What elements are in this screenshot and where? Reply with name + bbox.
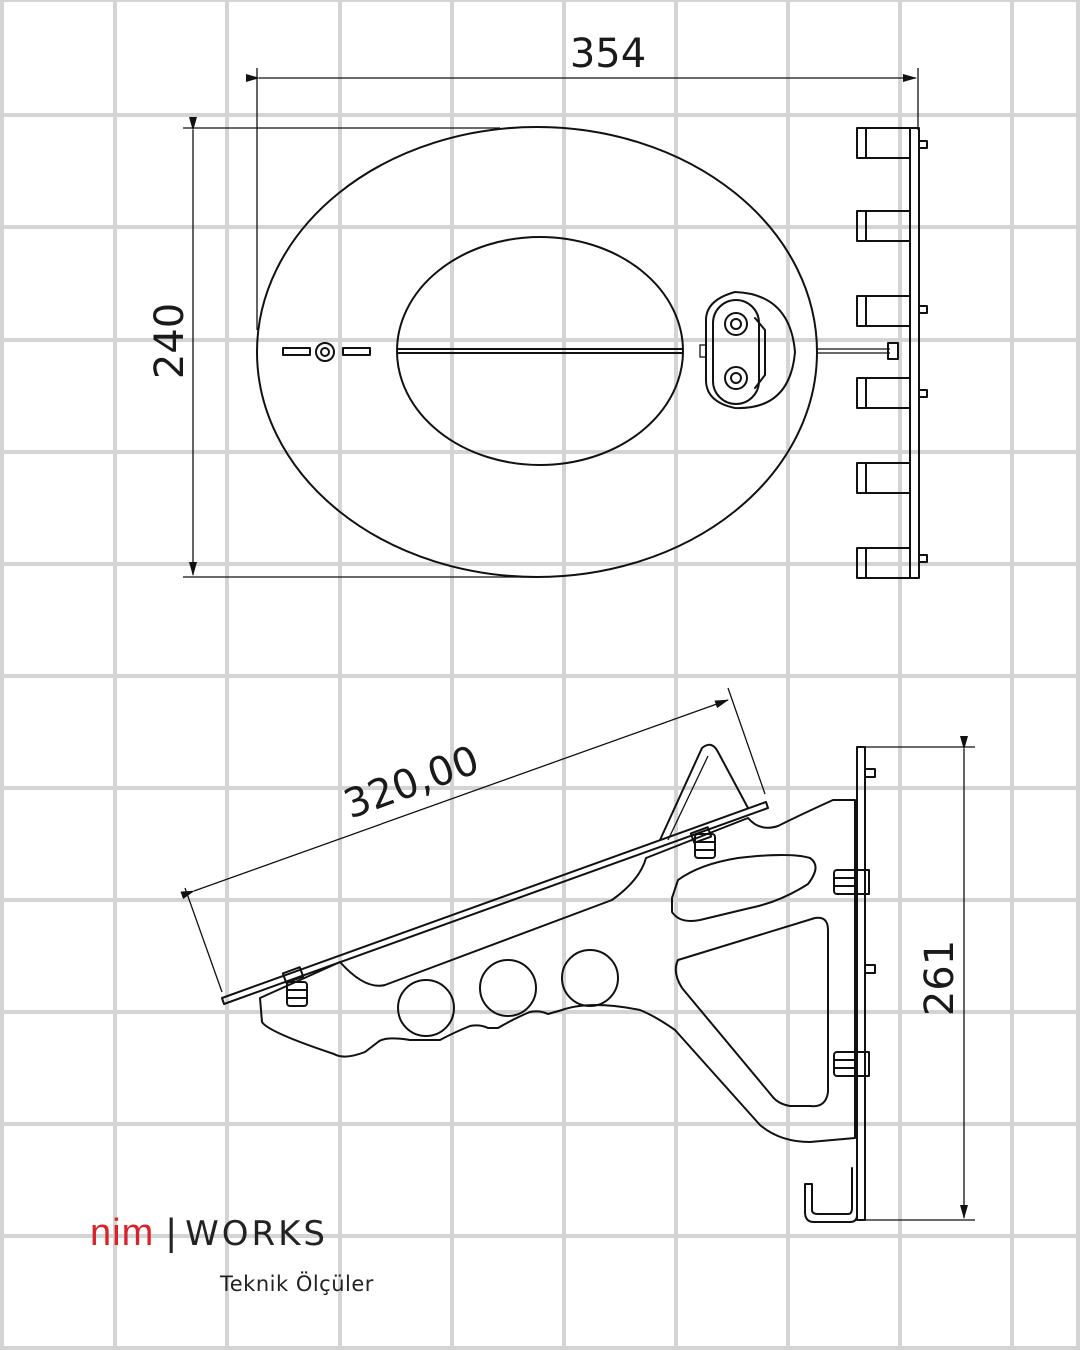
brand-tagline: Teknik Ölçüler (220, 1272, 374, 1296)
bracket-body (259, 799, 856, 1143)
brand-separator: | (166, 1212, 178, 1254)
wall-rail-top (856, 127, 928, 579)
hole-2 (479, 959, 537, 1017)
dimension-top-height: 240 (147, 303, 193, 379)
side-view: 320,00 261 (180, 687, 975, 1223)
knob-assembly (699, 291, 796, 410)
dimension-side-height: 261 (917, 940, 963, 1016)
tilted-plate (221, 801, 769, 1005)
dimension-side-length: 320,00 (338, 737, 485, 828)
brand-name-works: WORKS (185, 1214, 328, 1254)
dimension-top-width: 354 (570, 31, 646, 77)
inner-cutout (396, 236, 684, 466)
hole-1 (397, 979, 455, 1037)
plate-bolts (281, 826, 716, 1007)
cutout-triangle (674, 916, 829, 1108)
brand-logo: nim |WORKS (90, 1212, 328, 1255)
brand-name-nim: nim (90, 1212, 155, 1254)
slot-left (282, 347, 311, 356)
top-view: 354 240 (147, 31, 928, 579)
support-rod (659, 743, 749, 841)
slot-right (342, 347, 371, 356)
cutout-upper (671, 854, 817, 922)
wall-rail-side (804, 746, 876, 1223)
outer-ring (256, 126, 818, 578)
bolt-icon (315, 342, 335, 362)
hole-3 (561, 949, 619, 1007)
